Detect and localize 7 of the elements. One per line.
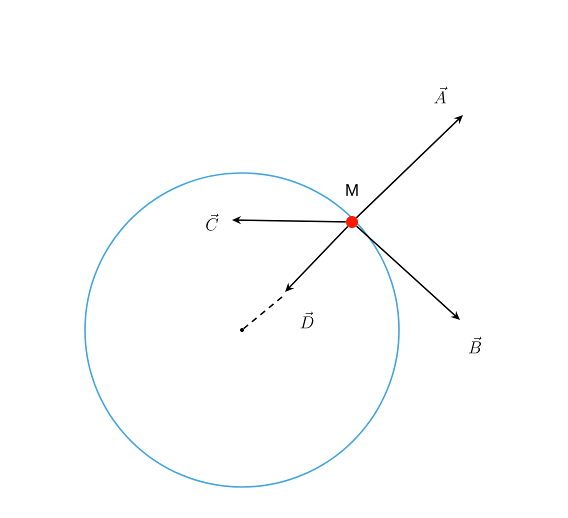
point [240, 328, 244, 332]
vector-label: $\vec{C}$ [206, 214, 218, 231]
point-label: M [346, 184, 358, 196]
vector-label: $\vec{D}$ [300, 312, 314, 328]
vector-label: $\vec{B}$ [469, 336, 482, 354]
dashed-line [243, 296, 282, 330]
vector-label: $\vec{A}$ [434, 86, 448, 104]
